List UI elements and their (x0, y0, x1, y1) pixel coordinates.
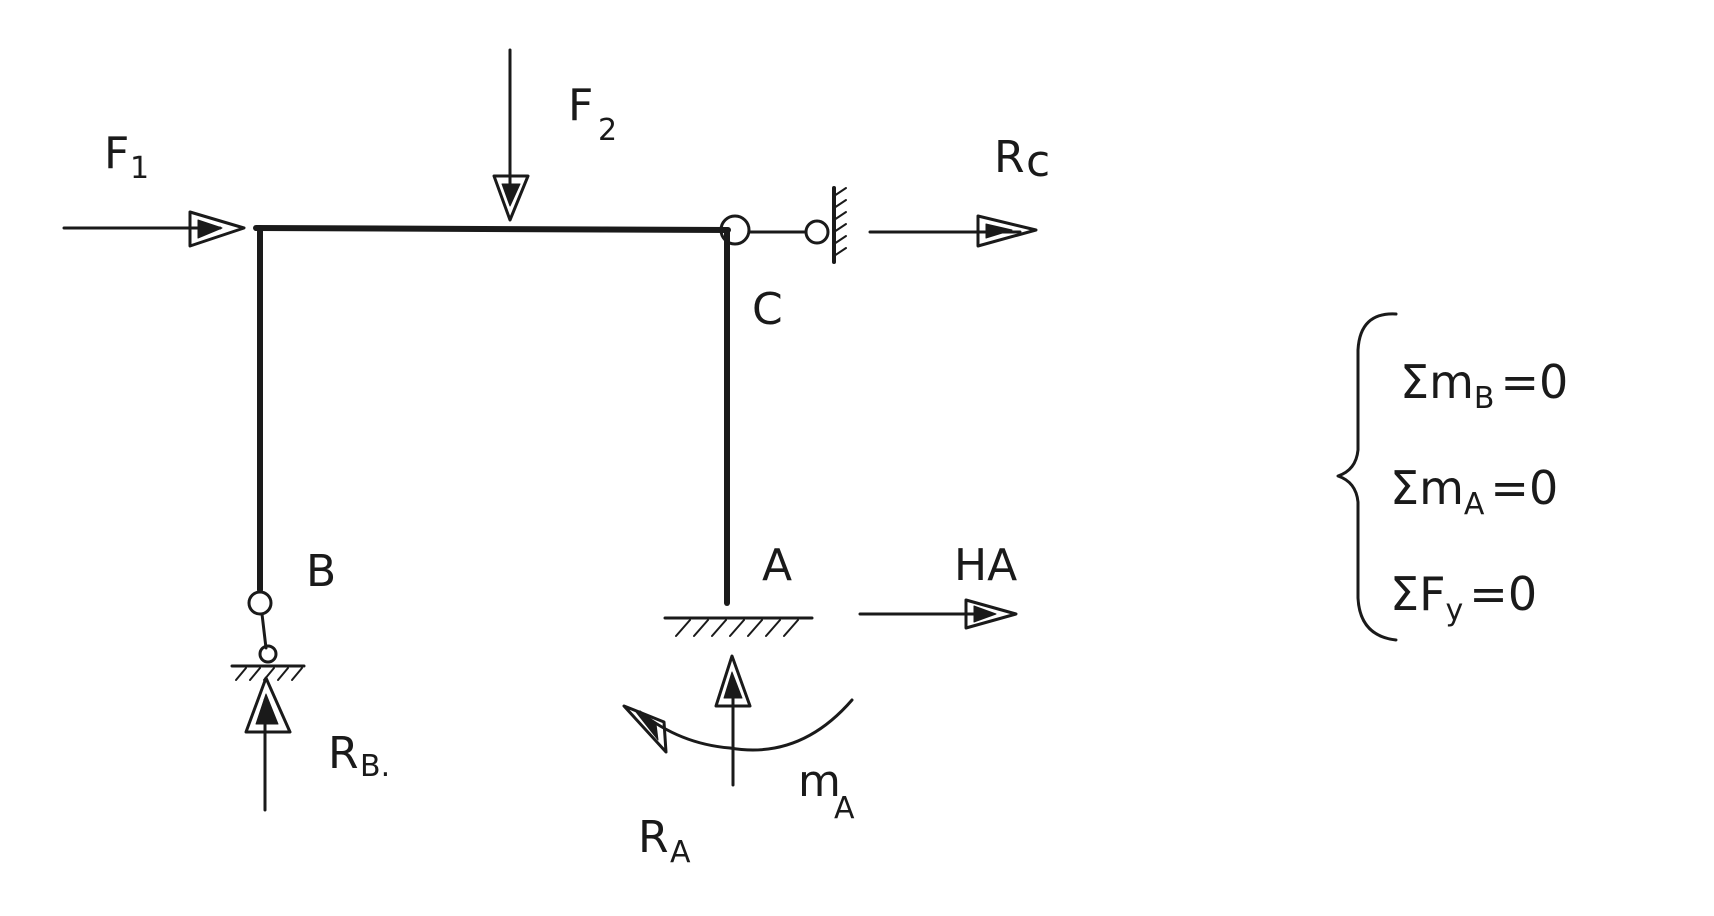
label-f2: F (568, 80, 593, 131)
equation-sum-fy: ΣFy=0 (1390, 567, 1537, 628)
equation-sum-ma: ΣmA=0 (1390, 461, 1558, 522)
label-f1: F (104, 128, 129, 179)
label-c: C (752, 284, 783, 335)
reaction-ha-arrow (858, 598, 1018, 630)
label-f1-sub: 1 (130, 151, 149, 186)
left-brace (1336, 312, 1398, 642)
moment-ma-arc (622, 698, 854, 754)
equilibrium-equations: ΣmB=0 ΣmA=0 ΣFy=0 (1336, 312, 1568, 642)
label-rb-sub: B. (360, 749, 390, 784)
support-b (230, 590, 306, 681)
label-a: A (762, 540, 792, 591)
force-f1-arrow (62, 210, 246, 248)
reaction-rb-arrow (244, 676, 292, 812)
reaction-rc-arrow (868, 214, 1038, 248)
label-rc-sub: c (1026, 136, 1050, 187)
label-ma-sub: A (834, 791, 855, 826)
label-ma: m (798, 756, 841, 807)
hinge-c (719, 186, 847, 264)
support-a-fixed (663, 616, 814, 637)
label-ra-sub: A (670, 835, 691, 870)
top-beam (253, 225, 731, 233)
equation-sum-mb: ΣmB=0 (1400, 355, 1568, 416)
label-b: B (306, 546, 336, 597)
frame-structure (253, 225, 731, 606)
label-rc: R (994, 132, 1025, 183)
label-ha: HA (954, 540, 1017, 591)
reaction-ra-arrow (714, 654, 752, 787)
label-f2-sub: 2 (598, 113, 617, 148)
label-ra: R (638, 812, 669, 863)
force-f2-arrow (492, 48, 530, 222)
label-rb: R (328, 728, 359, 779)
